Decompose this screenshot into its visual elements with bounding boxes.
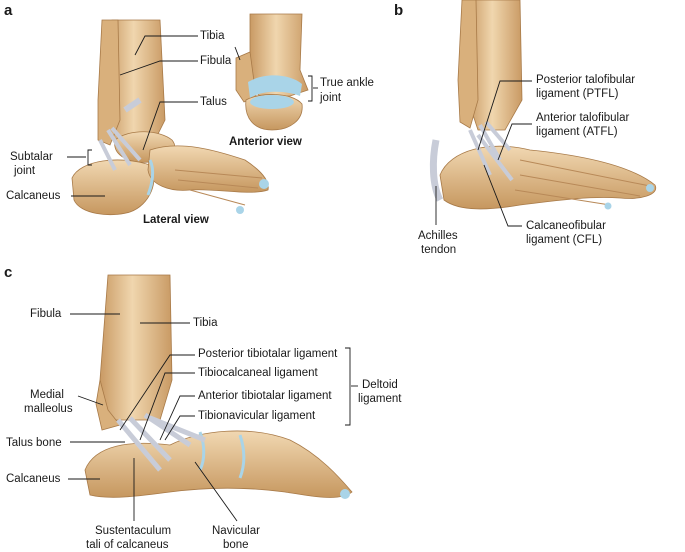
panel-letter-a: a: [4, 2, 12, 19]
label-atfl-line2: ligament (ATFL): [536, 125, 618, 139]
panel-b-lateral-ligaments: [433, 0, 655, 210]
label-ptfl-line1: Posterior talofibular: [536, 73, 635, 87]
label-cfl-line1: Calcaneofibular: [526, 219, 606, 233]
label-calcaneus-a: Calcaneus: [6, 189, 60, 203]
label-cfl-line2: ligament (CFL): [526, 233, 602, 247]
label-talus-a: Talus: [200, 95, 227, 109]
label-achilles-line2: tendon: [421, 243, 456, 257]
label-medial-malleolus-line2: malleolus: [24, 402, 73, 416]
label-sustentaculum-line2: tali of calcaneus: [86, 538, 168, 552]
label-tibia-c: Tibia: [193, 316, 218, 330]
panel-a-anterior-ankle: [236, 14, 308, 130]
label-tibionavicular: Tibionavicular ligament: [198, 409, 315, 423]
label-fibula-c: Fibula: [30, 307, 61, 321]
label-atfl-line1: Anterior talofibular: [536, 111, 629, 125]
lateral-view-caption: Lateral view: [143, 214, 209, 226]
label-navicular-line1: Navicular: [212, 524, 260, 538]
label-tibia-a: Tibia: [200, 29, 225, 43]
label-subtalar-joint-line1: Subtalar: [10, 150, 53, 164]
panel-letter-b: b: [394, 2, 403, 19]
label-talus-bone: Talus bone: [6, 436, 62, 450]
label-deltoid-line1: Deltoid: [362, 378, 398, 392]
label-true-ankle-joint-line2: joint: [320, 91, 341, 105]
label-navicular-line2: bone: [223, 538, 249, 552]
label-deltoid-line2: ligament: [358, 392, 401, 406]
label-subtalar-joint-line2: joint: [14, 164, 35, 178]
panel-letter-c: c: [4, 264, 12, 281]
label-medial-malleolus-line1: Medial: [30, 388, 64, 402]
anterior-view-caption: Anterior view: [229, 136, 302, 148]
label-fibula-a: Fibula: [200, 54, 231, 68]
label-sustentaculum-line1: Sustentaculum: [95, 524, 171, 538]
label-ptfl-line2: ligament (PTFL): [536, 87, 618, 101]
label-true-ankle-joint-line1: True ankle: [320, 76, 374, 90]
label-achilles-line1: Achilles: [418, 229, 458, 243]
panel-a-lateral-foot: [72, 20, 269, 215]
label-calcaneus-c: Calcaneus: [6, 472, 60, 486]
panel-c-medial-foot: [85, 275, 352, 499]
label-tibiocalcaneal: Tibiocalcaneal ligament: [198, 366, 318, 380]
label-anterior-tibiotalar: Anterior tibiotalar ligament: [198, 389, 332, 403]
label-posterior-tibiotalar: Posterior tibiotalar ligament: [198, 347, 337, 361]
